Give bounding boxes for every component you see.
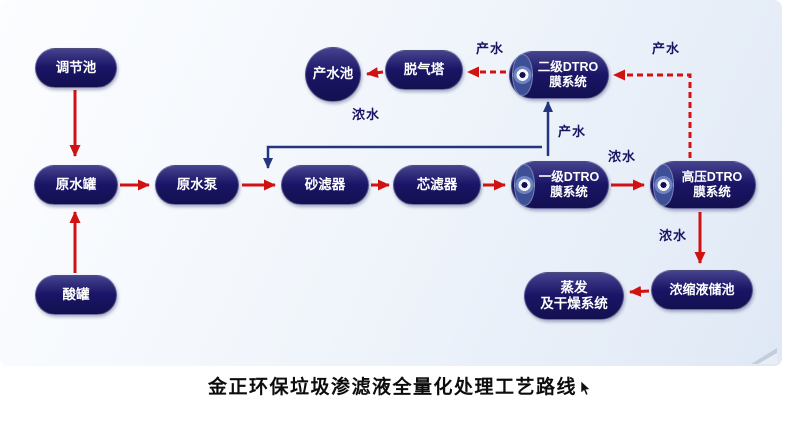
node-degassing-tower: 脱气塔 (385, 50, 463, 90)
node-acid-tank: 酸罐 (35, 275, 117, 315)
page-curl (750, 347, 778, 370)
mouse-cursor-icon (580, 380, 592, 401)
arrow-degas-to-productpool (366, 67, 384, 79)
diagram-caption: 金正环保垃圾渗滤液全量化处理工艺路线 (0, 372, 800, 401)
label-concentrate-return: 浓水 (352, 107, 381, 122)
node-raw-water-tank: 原水罐 (34, 165, 118, 205)
membrane-end-cap-icon (514, 164, 535, 206)
diagram-canvas: 调节池 原水罐 酸罐 原水泵 砂滤器 芯滤器 脱气塔 产水池 一级DTRO 膜系… (0, 0, 782, 366)
node-label: 二级DTRO 膜系统 (537, 60, 599, 89)
node-label: 高压DTRO 膜系统 (681, 170, 743, 199)
node-stage1-dtro: 一级DTRO 膜系统 (511, 161, 609, 209)
node-sand-filter: 砂滤器 (281, 165, 369, 205)
membrane-end-cap-icon (653, 164, 674, 206)
node-regulating-pool: 调节池 (35, 48, 117, 88)
node-raw-water-pump: 原水泵 (155, 165, 239, 205)
label-product-water-stage1-stage2: 产水 (558, 124, 587, 139)
node-product-water-pool: 产水池 (305, 47, 361, 102)
node-label: 一级DTRO 膜系统 (538, 170, 600, 199)
node-hp-dtro: 高压DTRO 膜系统 (650, 161, 756, 209)
label-concentrate-hp-pool: 浓水 (659, 228, 688, 243)
label-product-water-stage2-degas: 产水 (476, 41, 505, 56)
label-product-water-hp-stage2: 产水 (652, 41, 681, 56)
page-title: 金正环保垃圾渗滤液全量化处理工艺路线 (207, 377, 577, 398)
node-evaporation-system: 蒸发 及干燥系统 (524, 272, 624, 320)
arrow-pool-to-evaporation (629, 285, 650, 297)
membrane-end-cap-icon (512, 54, 533, 96)
label-concentrate-stage1-hp: 浓水 (608, 149, 637, 164)
node-concentrate-pool: 浓缩液储池 (651, 270, 753, 310)
node-stage2-dtro: 二级DTRO 膜系统 (509, 51, 609, 99)
node-cartridge-filter: 芯滤器 (393, 165, 481, 205)
